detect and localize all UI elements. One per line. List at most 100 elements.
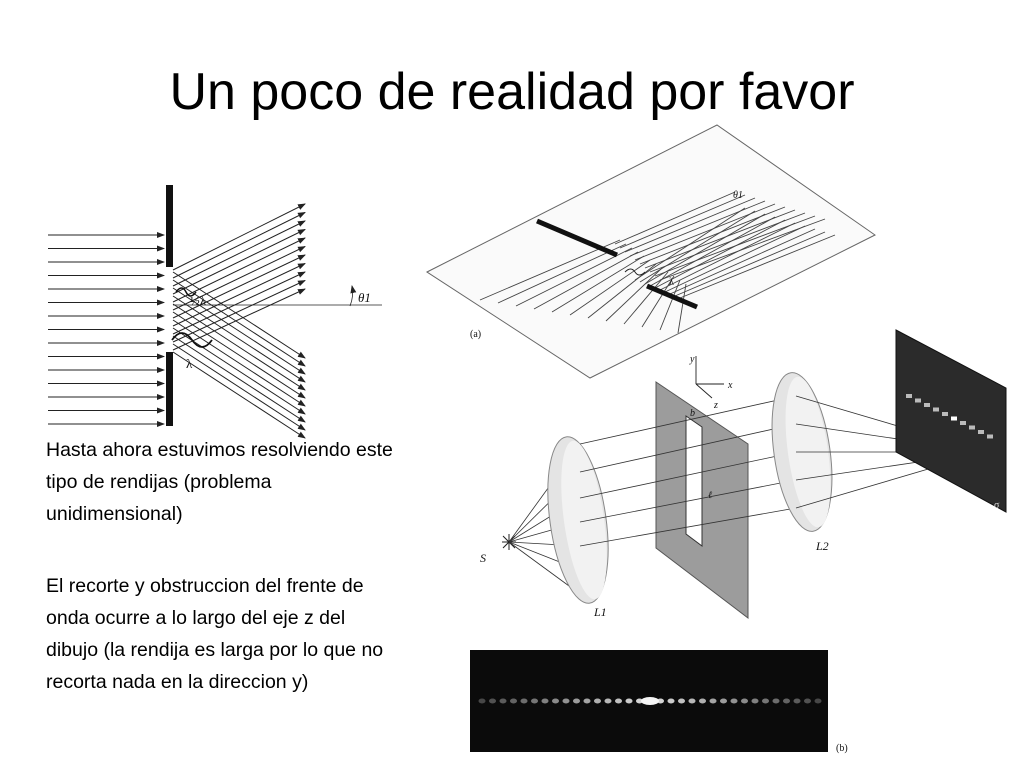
- diffraction-fringe: [720, 698, 727, 704]
- ray-line: [533, 251, 639, 310]
- ray-line: [654, 215, 816, 277]
- ray-line: [579, 507, 797, 547]
- paragraph-obstruction-z-axis: El recorte y obstruccion del frente de o…: [46, 575, 384, 693]
- ray-line: [551, 255, 645, 313]
- ray-line: [659, 222, 796, 291]
- ray-line: [172, 271, 306, 359]
- screen-fringe: [951, 416, 957, 421]
- pattern-caption: (b): [836, 743, 848, 754]
- screen-fringe: [942, 412, 948, 416]
- diffraction-fringe: [615, 698, 622, 704]
- screen-fringe: [906, 394, 912, 398]
- ray-line: [579, 451, 797, 499]
- ray-line: [497, 243, 627, 304]
- ray-line: [614, 191, 736, 245]
- diffraction-fringe: [478, 698, 486, 704]
- diffraction-fringe: [641, 697, 659, 705]
- ray-line: [515, 247, 633, 307]
- diffraction-fringe: [751, 698, 759, 704]
- ray-line: [641, 275, 675, 328]
- diffraction-fringe: [489, 698, 496, 704]
- diffraction-fringe: [625, 698, 633, 704]
- screen-label: σ: [994, 500, 1000, 511]
- diffraction-fringe: [814, 698, 822, 704]
- ray-line: [172, 303, 306, 391]
- diffraction-fringe: [741, 698, 748, 704]
- slit-wall-bottom: [166, 352, 173, 426]
- ray-line: [623, 271, 669, 325]
- lens-two-label: L2: [815, 539, 829, 553]
- diffraction-fringe: [541, 698, 549, 704]
- ray-line: [639, 210, 756, 283]
- ray-line: [172, 246, 306, 311]
- wavefront-curve: [175, 287, 197, 297]
- diffraction-pattern-photo: (b): [470, 650, 848, 754]
- ray-line: [172, 295, 306, 383]
- screen-fringe: [969, 425, 975, 430]
- lens-one-label: L1: [593, 605, 607, 619]
- diffraction-fringe: [667, 698, 675, 704]
- ray-line: [479, 239, 621, 301]
- ray-line: [629, 200, 766, 257]
- diffraction-fringe: [604, 698, 612, 704]
- diffraction-fringe: [531, 698, 538, 704]
- ray-line: [172, 288, 306, 351]
- diffraction-fringe: [657, 698, 664, 704]
- ray-line: [172, 203, 306, 271]
- plane-caption: (a): [470, 329, 481, 340]
- ray-line: [679, 234, 836, 299]
- screen-fringe: [915, 398, 921, 403]
- ray-line: [669, 228, 816, 295]
- screen-fringe: [960, 421, 966, 425]
- coordinate-axes: [695, 356, 724, 399]
- diffraction-fringe: [804, 698, 811, 704]
- slit-width-label: b: [690, 408, 695, 419]
- ray-line: [172, 343, 306, 431]
- screen-fringe: [924, 403, 930, 407]
- screen-fringe: [933, 407, 939, 412]
- ray-line: [579, 479, 797, 523]
- ray-line: [172, 212, 306, 279]
- slide-title: Un poco de realidad por favor: [169, 63, 855, 121]
- ray-line: [639, 206, 786, 265]
- ray-line: [649, 216, 776, 287]
- diffraction-fringe: [573, 698, 580, 704]
- lambda-label: λ: [186, 356, 193, 371]
- source-label: S: [480, 551, 486, 565]
- paragraph-one-dimensional: Hasta ahora estuvimos resolviendo este t…: [46, 439, 393, 525]
- diffraction-fringe: [594, 698, 601, 704]
- ray-line: [172, 287, 306, 375]
- theta-label: θ1: [358, 290, 371, 305]
- ray-line: [579, 423, 797, 473]
- ray-line: [172, 254, 306, 319]
- ray-line: [172, 229, 306, 295]
- diffraction-fringe: [678, 698, 685, 704]
- diffraction-fringe: [772, 698, 780, 704]
- slit-length-label: ℓ: [708, 490, 712, 501]
- ray-line: [172, 319, 306, 407]
- diffraction-fringe: [783, 698, 790, 704]
- screen-fringe: [978, 430, 984, 434]
- ray-line: [172, 237, 306, 303]
- ray-line: [649, 212, 806, 273]
- ray-line: [569, 259, 651, 316]
- plane-slit-right: [646, 283, 698, 310]
- ray-line: [674, 231, 826, 297]
- ray-line: [172, 220, 306, 287]
- slit-wall-top: [166, 185, 173, 267]
- observation-screen: [895, 329, 1007, 513]
- axis-z-label: z: [713, 400, 718, 411]
- ray-line: [172, 335, 306, 423]
- single-slit-diagram: ½λ λ θ1: [48, 185, 382, 439]
- diffraction-fringe: [730, 698, 738, 704]
- diffraction-fringe: [552, 698, 559, 704]
- ray-line: [172, 271, 306, 335]
- ray-line: [172, 280, 306, 343]
- ray-line: [654, 219, 786, 289]
- diffraction-fringe: [688, 698, 696, 704]
- plane-theta-label: θ1: [733, 190, 743, 201]
- ray-line: [579, 395, 797, 445]
- diffraction-fringe: [699, 698, 706, 704]
- axis-x-label: x: [727, 380, 733, 391]
- half-lambda-label: ½λ: [190, 293, 207, 308]
